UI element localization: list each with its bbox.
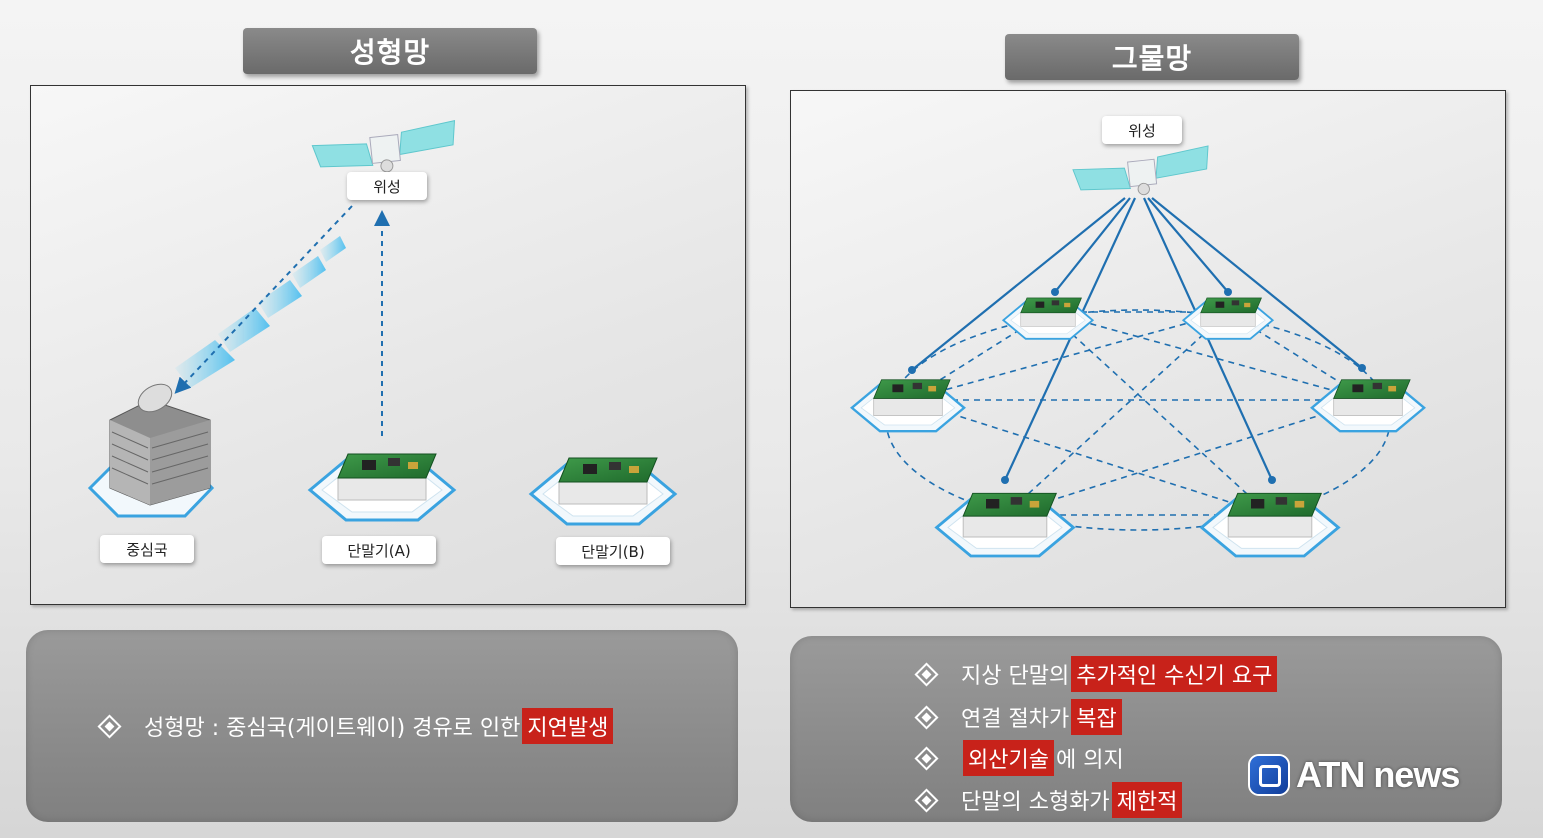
star-satellite-icon [310, 120, 460, 180]
hub-station-icon [87, 383, 215, 518]
mesh-bullet: 단말의 소형화가 제한적 [914, 782, 1184, 818]
mesh-terminal-icon [850, 378, 966, 433]
mesh-bullet-highlight: 복잡 [1071, 699, 1122, 735]
atn-logo-icon [1250, 756, 1288, 794]
mesh-bullet-text: 에 의지 [1055, 748, 1124, 773]
mesh-terminal-icon [935, 491, 1075, 558]
terminal-b-label: 단말기(B) [556, 537, 670, 565]
mesh-bullet: 외산기술 에 의지 [914, 740, 1124, 776]
star-bullet-highlight: 지연발생 [522, 708, 614, 744]
mesh-bullet-highlight: 추가적인 수신기 요구 [1071, 656, 1278, 692]
mesh-satellite-icon [1071, 145, 1213, 203]
terminal-b-icon [529, 456, 677, 526]
mesh-bullet: 연결 절차가 복잡 [914, 699, 1124, 735]
star-bullet-text: 성형망 : 중심국(게이트웨이) 경유로 인한 [144, 716, 521, 741]
diamond-bullet-icon [914, 661, 939, 687]
mesh-bullet-highlight: 외산기술 [963, 740, 1054, 776]
mesh-network-title: 그물망 [1005, 34, 1299, 80]
diamond-bullet-icon [914, 704, 939, 730]
diamond-bullet-icon [97, 713, 122, 739]
diamond-bullet-icon [914, 745, 939, 771]
star-network-title: 성형망 [243, 28, 537, 74]
mesh-info-box: 지상 단말의 추가적인 수신기 요구 연결 절차가 복잡 외산기술 에 의지 단… [790, 636, 1502, 822]
diamond-bullet-icon [914, 787, 939, 813]
mesh-terminal-icon [1182, 296, 1274, 340]
mesh-terminal-icon [1310, 378, 1426, 433]
mesh-bullet-highlight: 제한적 [1111, 782, 1183, 818]
signal-beam-icon [175, 236, 346, 388]
mesh-satellite-links [911, 197, 1363, 481]
mesh-terminal-icon [1002, 296, 1094, 340]
terminal-a-label: 단말기(A) [322, 536, 436, 564]
mesh-bullet-text: 단말의 소형화가 [961, 790, 1110, 815]
hub-label: 중심국 [100, 535, 194, 563]
star-bullet: 성형망 : 중심국(게이트웨이) 경유로 인한 지연발생 [97, 708, 615, 744]
star-info-box: 성형망 : 중심국(게이트웨이) 경유로 인한 지연발생 [26, 630, 738, 822]
terminal-a-icon [308, 452, 456, 522]
mesh-bullet-text: 지상 단말의 [961, 664, 1070, 689]
logo-text: ATN news [1296, 754, 1460, 795]
star-satellite-label: 위성 [347, 172, 427, 200]
mesh-terminal-icon [1200, 491, 1340, 558]
mesh-bullet-text: 연결 절차가 [961, 707, 1070, 732]
mesh-bullet: 지상 단말의 추가적인 수신기 요구 [914, 656, 1279, 692]
mesh-satellite-label: 위성 [1102, 116, 1182, 144]
atn-news-logo: ATN news [1250, 754, 1460, 796]
downlink-arrow [174, 205, 353, 394]
